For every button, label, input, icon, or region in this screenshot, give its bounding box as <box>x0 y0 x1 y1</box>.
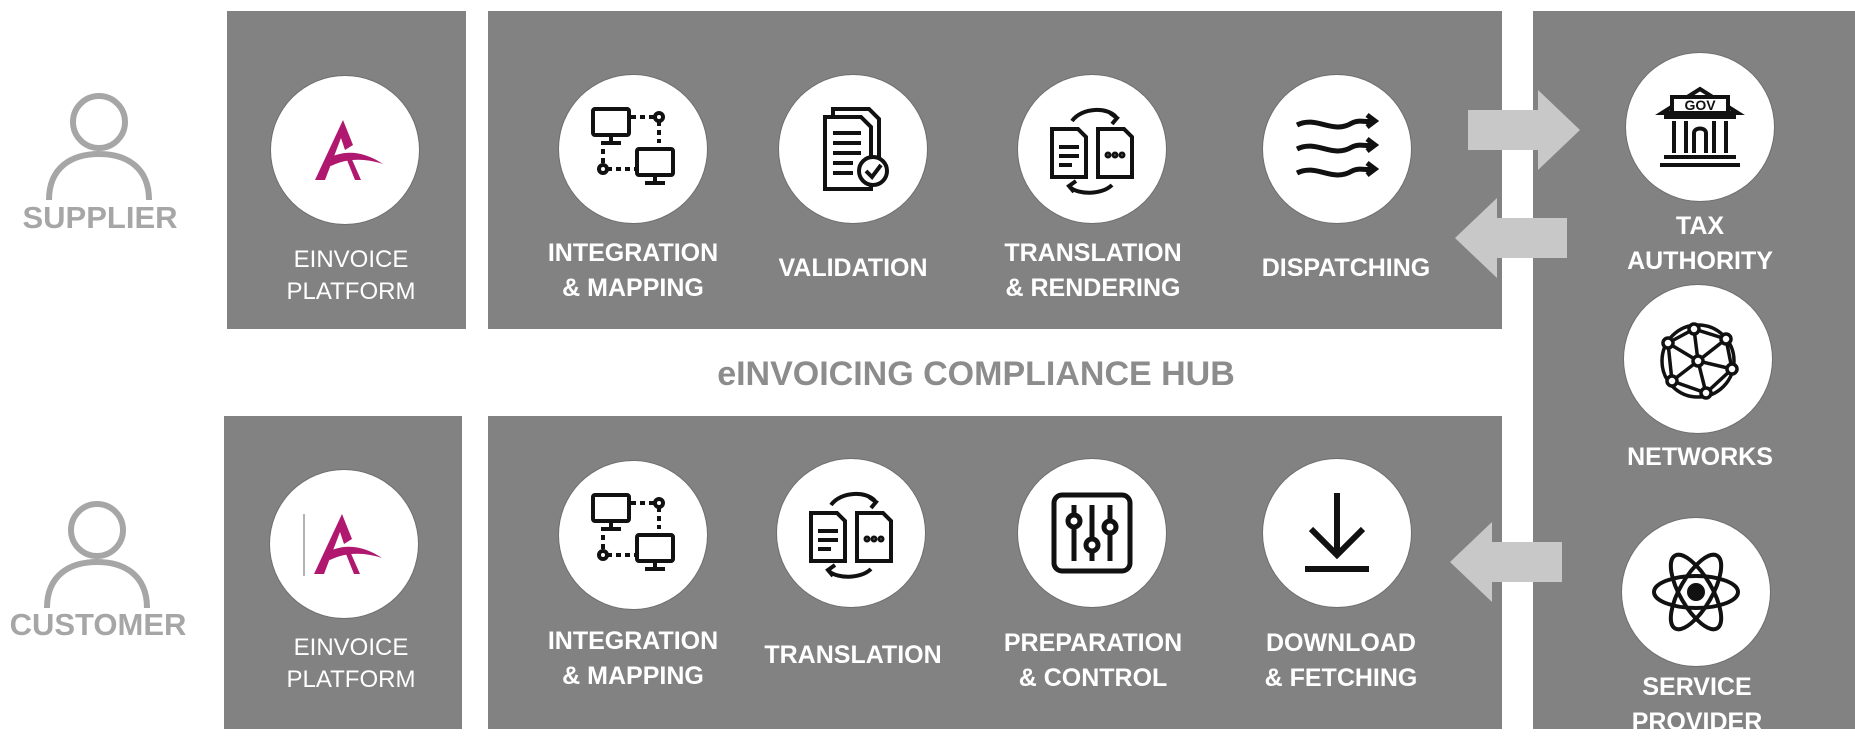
customer-label: CUSTOMER <box>9 607 187 642</box>
wind-arrows-icon <box>1295 113 1380 178</box>
supplier-platform-logo <box>271 76 419 224</box>
supplier-step-translation-label: TRANSLATION & RENDERING <box>1004 239 1182 302</box>
supplier-step-integration-label: INTEGRATION & MAPPING <box>547 239 719 302</box>
arrow-left-from-tax-authority <box>1455 198 1567 278</box>
arrow-left-from-service-provider <box>1450 522 1562 602</box>
tax-authority-label: TAX AUTHORITY <box>1627 212 1773 275</box>
service-provider-circle <box>1622 518 1770 666</box>
supplier-step-dispatching-label: DISPATCHING <box>1261 254 1431 282</box>
networks-label: NETWORKS <box>1627 443 1773 471</box>
customer-step-preparation <box>1018 459 1166 607</box>
government-building-icon: GOV <box>1655 86 1745 167</box>
document-translate-icon <box>1050 108 1134 195</box>
supplier-label: SUPPLIER <box>22 200 178 235</box>
computers-network-icon <box>591 107 675 185</box>
download-icon <box>1305 493 1369 572</box>
customer-step-download-label: DOWNLOAD & FETCHING <box>1264 629 1418 692</box>
sliders-icon <box>1051 492 1133 574</box>
atom-icon <box>1652 552 1740 632</box>
supplier-step-translation <box>1018 75 1166 223</box>
customer-step-translation <box>777 459 925 607</box>
arrow-right-to-tax-authority <box>1468 90 1580 170</box>
brand-logo-icon <box>315 120 383 180</box>
document-translate-icon <box>809 492 893 579</box>
tax-authority-circle: GOV <box>1626 53 1774 201</box>
supplier-step-validation-label: VALIDATION <box>778 254 928 282</box>
brand-logo-icon <box>303 514 382 576</box>
gov-badge: GOV <box>1684 97 1716 113</box>
customer-platform-logo <box>270 470 418 618</box>
globe-network-icon <box>1660 322 1739 400</box>
hub-title: eINVOICING COMPLIANCE HUB <box>717 355 1235 393</box>
customer-platform-label: EINVOICE PLATFORM <box>286 634 416 693</box>
service-provider-label: SERVICE PROVIDER <box>1631 673 1763 736</box>
customer-step-translation-label: TRANSLATION <box>764 641 942 669</box>
supplier-step-validation <box>779 75 927 223</box>
person-icon <box>44 501 150 609</box>
customer-step-integration-label: INTEGRATION & MAPPING <box>547 627 719 690</box>
customer-step-preparation-label: PREPARATION & CONTROL <box>1003 629 1183 692</box>
customer-step-integration <box>559 461 707 609</box>
document-check-icon <box>823 107 889 191</box>
computers-network-icon <box>591 493 675 571</box>
person-icon <box>46 93 152 201</box>
networks-circle <box>1624 285 1772 433</box>
supplier-platform-label: EINVOICE PLATFORM <box>286 246 416 305</box>
customer-step-download <box>1263 459 1411 607</box>
supplier-step-integration <box>559 75 707 223</box>
supplier-step-dispatching <box>1263 75 1411 223</box>
